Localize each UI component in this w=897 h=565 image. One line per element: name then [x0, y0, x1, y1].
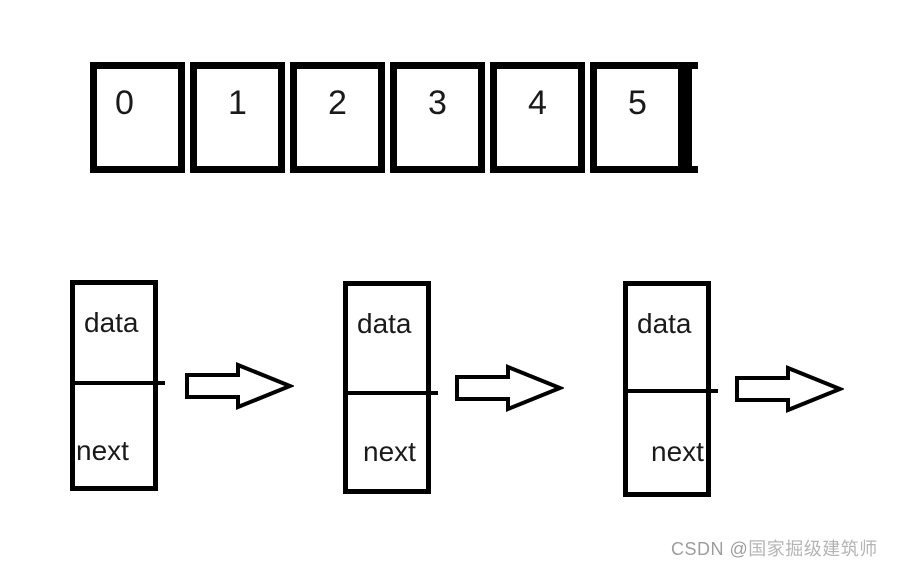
node-data-label: data: [84, 307, 139, 338]
linked-list-node-2: data next: [343, 281, 438, 494]
node-next-label: next: [363, 436, 416, 467]
node-divider-line: [343, 391, 438, 395]
right-arrow-icon: [454, 363, 564, 413]
array-cell-0: 0: [90, 62, 185, 173]
linked-list-node-1: data next: [70, 280, 165, 491]
node-data-label: data: [637, 308, 692, 339]
array-cell-4: 4: [490, 62, 585, 173]
node-divider-line: [623, 389, 718, 393]
node-next-label: next: [76, 435, 129, 466]
array-row: 0 1 2 3 4 5: [90, 62, 690, 173]
node-next-label: next: [651, 436, 704, 467]
array-cell-2: 2: [290, 62, 385, 173]
array-truncated-cell-bracket: [685, 62, 698, 173]
linked-list-node-3: data next: [623, 281, 718, 497]
right-arrow-icon: [734, 364, 844, 414]
right-arrow-icon: [184, 361, 294, 411]
watermark-prefix: CSDN @: [671, 539, 749, 559]
watermark-username: 国家掘级建筑师: [748, 539, 878, 559]
node-data-label: data: [357, 308, 412, 339]
watermark: CSDN @国家掘级建筑师: [671, 535, 878, 561]
array-cell-5: 5: [590, 62, 685, 173]
array-cell-1: 1: [190, 62, 285, 173]
array-cell-3: 3: [390, 62, 485, 173]
node-divider-line: [70, 381, 165, 385]
